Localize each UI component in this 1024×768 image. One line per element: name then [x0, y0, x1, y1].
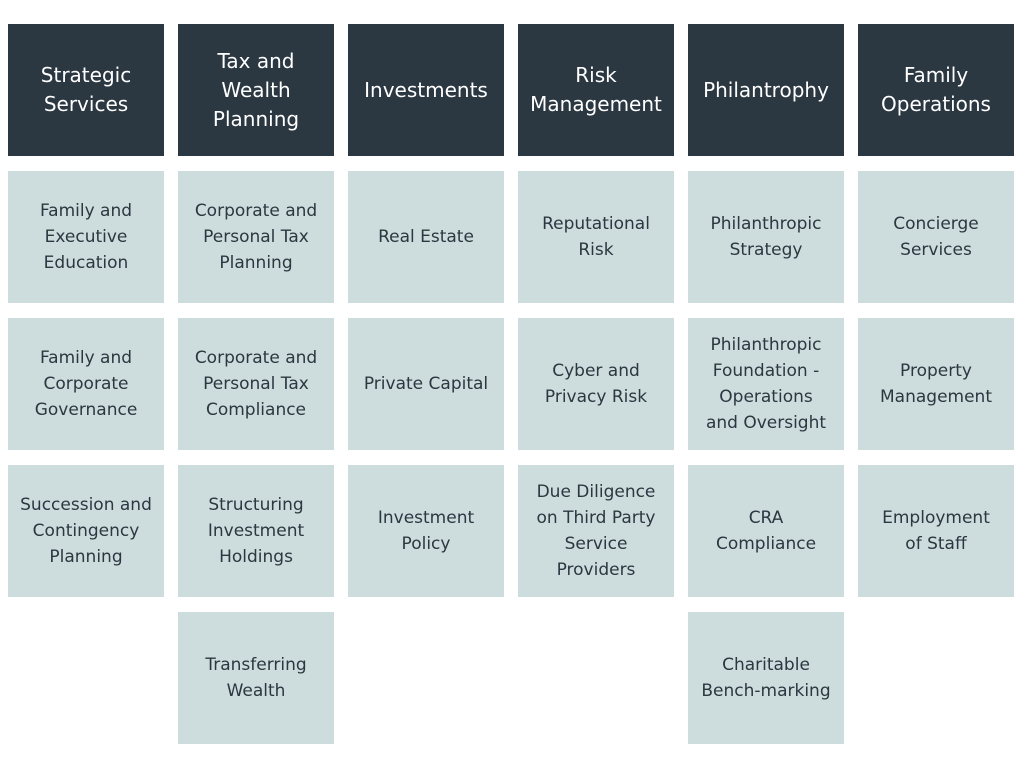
- service-item: Family and Executive Education: [8, 171, 164, 303]
- service-item: Investment Policy: [348, 465, 504, 597]
- column-header: Philantrophy: [688, 24, 844, 156]
- service-item: Concierge Services: [858, 171, 1014, 303]
- column-header: Risk Management: [518, 24, 674, 156]
- service-item: Transferring Wealth: [178, 612, 334, 744]
- service-item: Reputational Risk: [518, 171, 674, 303]
- service-item: Corporate and Personal Tax Compliance: [178, 318, 334, 450]
- column-header: Family Operations: [858, 24, 1014, 156]
- service-item: Corporate and Personal Tax Planning: [178, 171, 334, 303]
- column-header: Tax and Wealth Planning: [178, 24, 334, 156]
- service-item: Family and Corporate Governance: [8, 318, 164, 450]
- service-item: CRA Compliance: [688, 465, 844, 597]
- service-item: Philanthropic Foundation - Operations an…: [688, 318, 844, 450]
- service-item: Employment of Staff: [858, 465, 1014, 597]
- service-item: Private Capital: [348, 318, 504, 450]
- service-item: Cyber and Privacy Risk: [518, 318, 674, 450]
- service-item: Philanthropic Strategy: [688, 171, 844, 303]
- column-header: Strategic Services: [8, 24, 164, 156]
- column-header: Investments: [348, 24, 504, 156]
- service-item: Charitable Bench-marking: [688, 612, 844, 744]
- service-item: Succession and Contingency Planning: [8, 465, 164, 597]
- service-item: Due Diligence on Third Party Service Pro…: [518, 465, 674, 597]
- service-item: Real Estate: [348, 171, 504, 303]
- service-item: Structuring Investment Holdings: [178, 465, 334, 597]
- service-item: Property Management: [858, 318, 1014, 450]
